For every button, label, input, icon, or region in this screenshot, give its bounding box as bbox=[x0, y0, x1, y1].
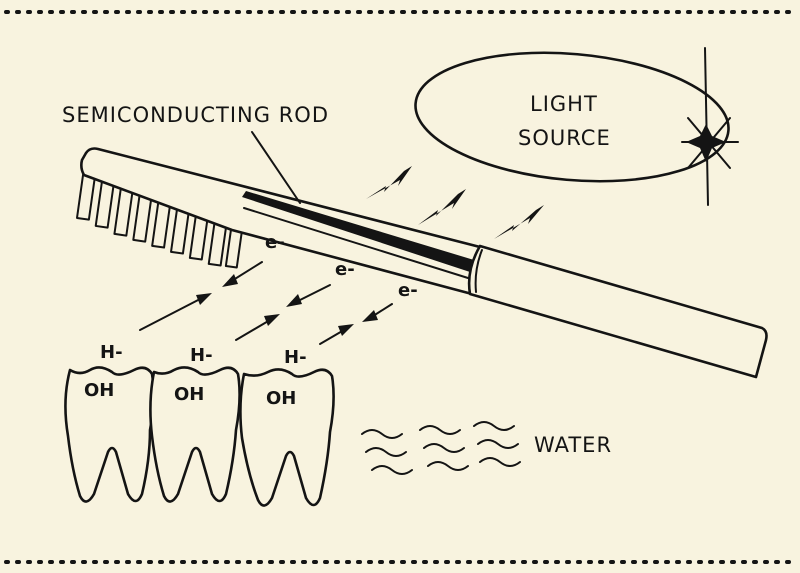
electron-label-1: e- bbox=[265, 232, 285, 253]
lightning-bolt-3 bbox=[494, 205, 544, 239]
light-burst-icon bbox=[681, 47, 739, 206]
tooth-1 bbox=[64, 366, 155, 503]
tooth-2 bbox=[149, 366, 241, 503]
semiconducting-rod-label: SEMICONDUCTING ROD bbox=[62, 103, 329, 127]
arrow-head bbox=[222, 274, 238, 287]
brush-handle bbox=[467, 244, 768, 379]
water-waves bbox=[361, 421, 521, 475]
hydrogen-label-2: H- bbox=[190, 345, 213, 366]
electron-label-3: e- bbox=[398, 280, 418, 301]
arrow-head bbox=[286, 294, 302, 307]
teeth bbox=[64, 366, 335, 507]
electrons: e- e- e- bbox=[265, 232, 418, 301]
rod-leader-line bbox=[251, 131, 301, 204]
light-source-label-line1: LIGHT bbox=[530, 92, 598, 116]
electron-label-2: e- bbox=[335, 259, 355, 280]
hydroxyl-label-2: OH bbox=[174, 384, 204, 405]
brush-head bbox=[80, 147, 482, 296]
light-source-ellipse bbox=[414, 51, 730, 183]
lightning-bolt-1 bbox=[366, 166, 412, 199]
hydrogen-label-1: H- bbox=[100, 342, 123, 363]
light-source-label-line2: SOURCE bbox=[518, 126, 611, 150]
lightning-bolt-2 bbox=[418, 189, 466, 225]
semiconducting-rod bbox=[242, 191, 474, 272]
tooth-3 bbox=[239, 368, 335, 507]
light-source bbox=[414, 47, 739, 206]
hydrogen-label-3: H- bbox=[284, 347, 307, 368]
arrow-head bbox=[196, 293, 212, 305]
arrow-head bbox=[362, 310, 378, 322]
water-label: WATER bbox=[534, 433, 612, 457]
light-rays bbox=[366, 166, 544, 239]
reaction-arrows bbox=[139, 261, 393, 345]
arrow-head bbox=[338, 324, 354, 336]
hydroxyl-label-1: OH bbox=[84, 380, 114, 401]
hydroxyl-label-3: OH bbox=[266, 388, 296, 409]
toothbrush bbox=[75, 147, 768, 379]
arrow-head bbox=[264, 314, 280, 326]
